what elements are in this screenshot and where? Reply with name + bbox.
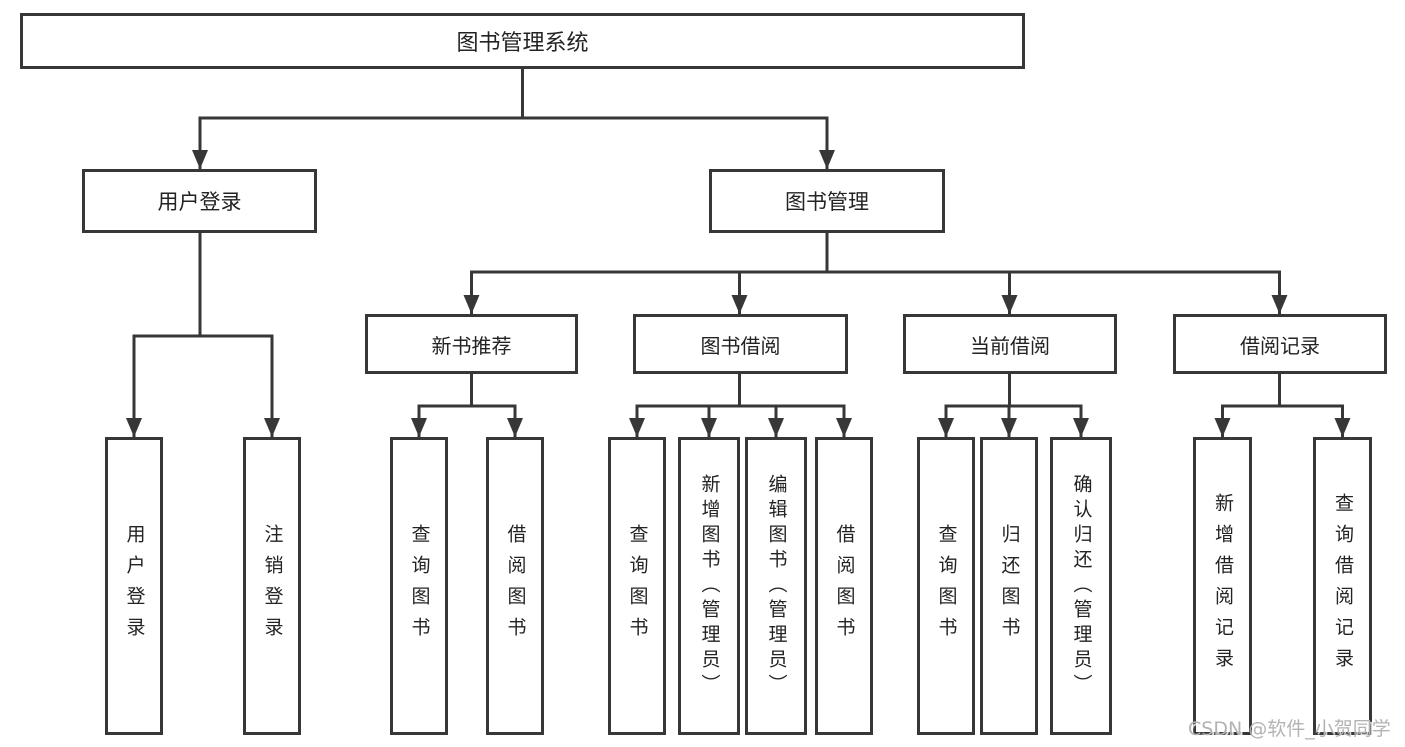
leaf-confirm-return-admin: 确认归还（管理员） (1050, 437, 1112, 735)
node-label: 新书推荐 (431, 333, 512, 358)
node-label: 新增借阅记录 (1211, 493, 1234, 679)
node-label: 编辑图书（管理员） (765, 473, 788, 699)
node-label: 查询图书 (408, 524, 431, 648)
node-label: 借阅图书 (504, 524, 527, 648)
node-label: 用户登录 (123, 524, 146, 648)
leaf-borrow-books-borrowing: 借阅图书 (815, 437, 873, 735)
node-new-book-recommend: 新书推荐 (365, 314, 578, 374)
node-label: 查询借阅记录 (1331, 493, 1354, 679)
node-book-borrowing: 图书借阅 (633, 314, 848, 374)
node-label: 图书管理系统 (456, 31, 589, 56)
node-current-borrowing: 当前借阅 (903, 314, 1117, 374)
node-borrowing-records: 借阅记录 (1173, 314, 1387, 374)
node-label: 借阅记录 (1240, 333, 1320, 358)
leaf-query-books-recommend: 查询图书 (390, 437, 448, 735)
node-label: 用户登录 (157, 190, 242, 214)
node-label: 查询图书 (935, 524, 958, 648)
node-label: 查询图书 (626, 524, 649, 648)
leaf-user-login: 用户登录 (105, 437, 163, 735)
node-root-library-system: 图书管理系统 (20, 13, 1025, 69)
node-label: 图书借阅 (700, 333, 781, 358)
csdn-watermark: CSDN @软件_小贺同学 (1188, 718, 1391, 740)
node-label: 借阅图书 (833, 524, 856, 648)
arrowheads (126, 150, 1351, 437)
leaf-borrow-books-recommend: 借阅图书 (486, 437, 544, 735)
node-label: 图书管理 (785, 190, 869, 214)
node-label: 归还图书 (998, 524, 1021, 648)
leaf-query-borrow-record: 查询借阅记录 (1313, 437, 1372, 735)
node-book-management: 图书管理 (709, 169, 945, 233)
node-user-login: 用户登录 (82, 169, 317, 233)
node-label: 确认归还（管理员） (1070, 473, 1093, 699)
leaf-add-books-admin: 新增图书（管理员） (678, 437, 740, 735)
leaf-query-books-current: 查询图书 (917, 437, 975, 735)
leaf-add-borrow-record: 新增借阅记录 (1193, 437, 1252, 735)
leaf-edit-books-admin: 编辑图书（管理员） (745, 437, 807, 735)
node-label: 当前借阅 (970, 333, 1050, 358)
leaf-logout: 注销登录 (243, 437, 301, 735)
node-label: 新增图书（管理员） (698, 473, 721, 699)
leaf-query-books-borrowing: 查询图书 (608, 437, 666, 735)
node-label: 注销登录 (261, 524, 284, 648)
leaf-return-books: 归还图书 (980, 437, 1038, 735)
